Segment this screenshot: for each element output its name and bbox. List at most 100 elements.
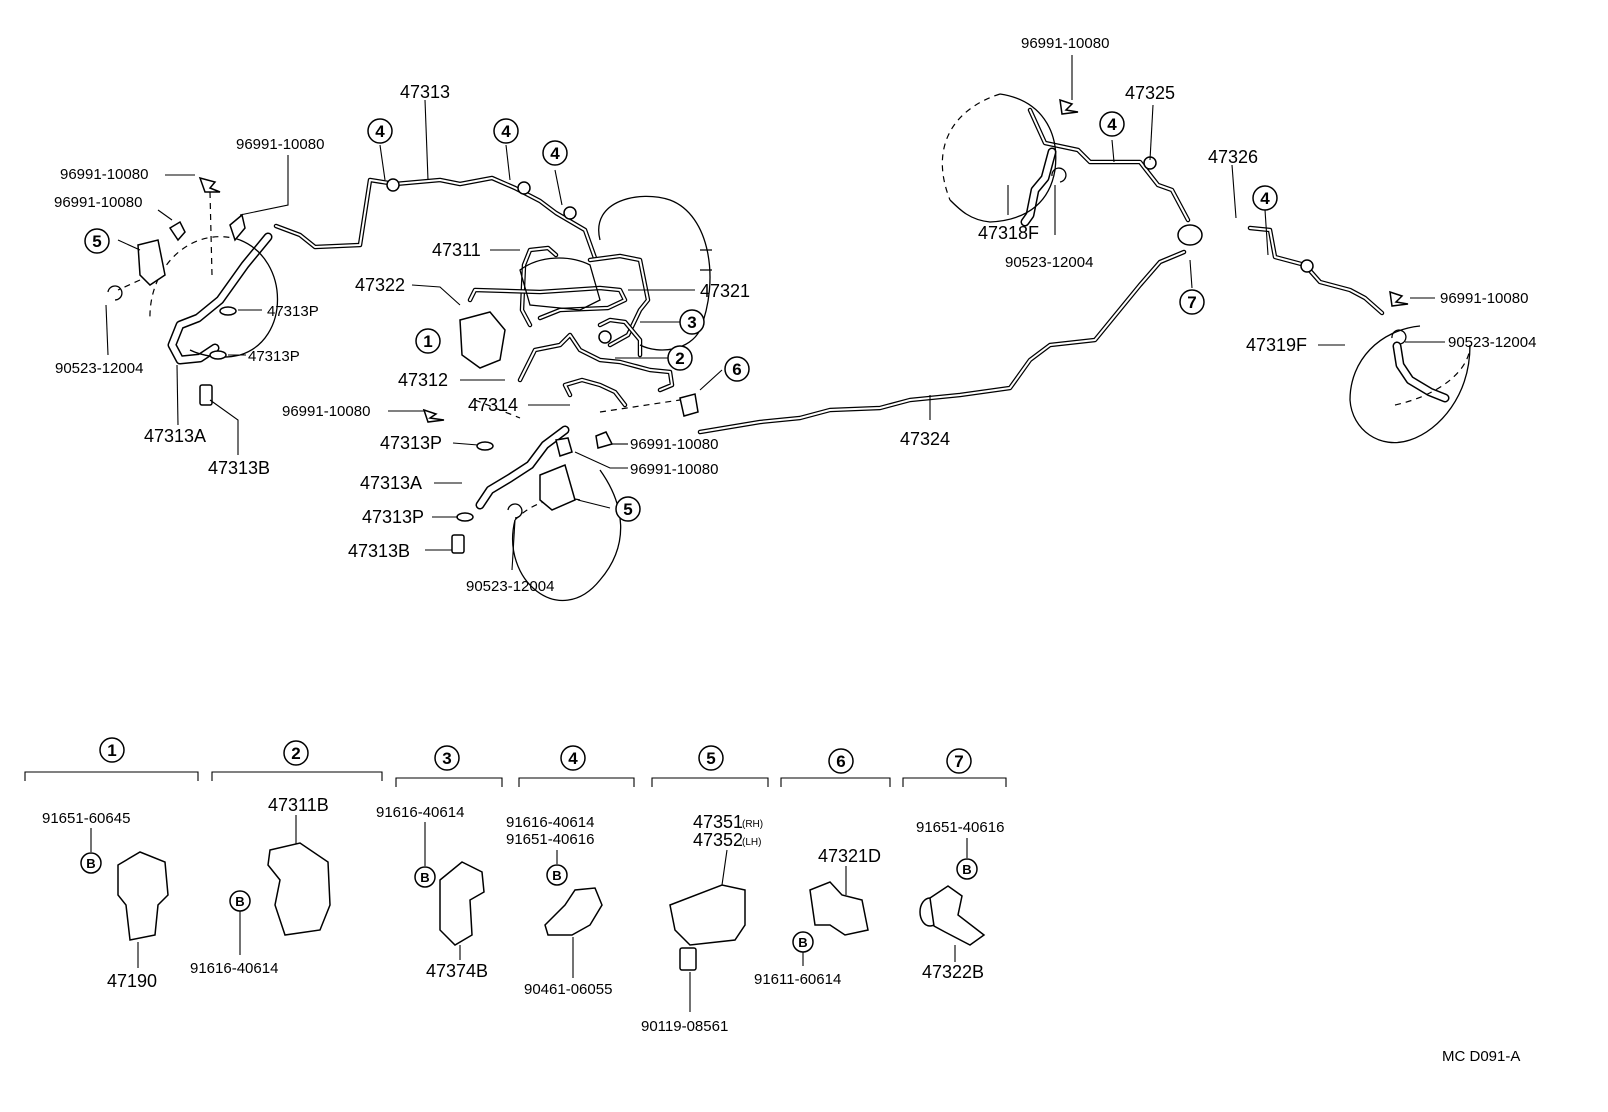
legend-1-bolt: 91651-60645 xyxy=(42,810,130,827)
label-96991-f: 96991-10080 xyxy=(630,461,718,478)
label-47322: 47322 xyxy=(355,275,405,295)
leader-lines xyxy=(105,55,1445,571)
callout-7-a: 7 xyxy=(1179,289,1205,315)
legend-3-part: 47374B xyxy=(426,961,488,981)
callout-1-a: 1 xyxy=(415,328,441,354)
label-96991-a: 96991-10080 xyxy=(236,136,324,153)
svg-text:2: 2 xyxy=(675,349,684,368)
svg-text:4: 4 xyxy=(375,122,385,141)
legend-5-lh: (LH) xyxy=(742,837,761,848)
brake-pipes xyxy=(273,107,1385,435)
label-47325: 47325 xyxy=(1125,83,1175,103)
label-47313P-c: 47313P xyxy=(380,433,442,453)
callout-6-a: 6 xyxy=(724,356,750,382)
legend-6-bolt: 91611-60614 xyxy=(754,971,841,988)
label-90523-a: 90523-12004 xyxy=(55,360,143,377)
legend-7-part: 47322B xyxy=(922,962,984,982)
callout-3-a: 3 xyxy=(679,309,705,335)
legend-5-part-lh: 47352 xyxy=(693,830,743,850)
legend-num-5: 5 xyxy=(698,745,724,771)
legend-num-7: 7 xyxy=(946,748,972,774)
callout-circles: 4 4 4 5 1 3 2 6 5 4 4 7 xyxy=(84,111,1278,522)
part-labels: 47313 96991-10080 96991-10080 96991-1008… xyxy=(54,35,1536,595)
label-47313A-a: 47313A xyxy=(144,426,206,446)
label-47324: 47324 xyxy=(900,429,950,449)
label-96991-c: 96991-10080 xyxy=(54,194,142,211)
label-90523-b: 90523-12004 xyxy=(466,578,554,595)
svg-text:6: 6 xyxy=(732,360,741,379)
label-47319F: 47319F xyxy=(1246,335,1307,355)
bolt-mark-7: B xyxy=(956,858,978,880)
callout-4-e: 4 xyxy=(1252,185,1278,211)
svg-text:6: 6 xyxy=(836,752,845,771)
svg-text:B: B xyxy=(552,868,561,883)
legend-num-3: 3 xyxy=(434,745,460,771)
svg-text:4: 4 xyxy=(550,144,560,163)
svg-text:B: B xyxy=(86,856,95,871)
legend-4-bolt1: 91616-40614 xyxy=(506,814,594,831)
callout-5-a: 5 xyxy=(84,228,110,254)
label-47312: 47312 xyxy=(398,370,448,390)
label-47326: 47326 xyxy=(1208,147,1258,167)
label-47313P-d: 47313P xyxy=(362,507,424,527)
svg-text:4: 4 xyxy=(501,122,511,141)
label-47314: 47314 xyxy=(468,395,518,415)
callout-4-a: 4 xyxy=(367,118,393,144)
callout-5-b: 5 xyxy=(615,496,641,522)
legend-section: 1 2 3 4 5 6 7 91651-60645 B 47190 47311B… xyxy=(24,737,1007,1035)
legend-6-part: 47321D xyxy=(818,846,881,866)
label-47321: 47321 xyxy=(700,281,750,301)
legend-4-bolt2: 91651-40616 xyxy=(506,831,594,848)
bolt-mark-6: B xyxy=(792,931,814,953)
label-96991-e: 96991-10080 xyxy=(630,436,718,453)
svg-text:4: 4 xyxy=(1107,115,1117,134)
label-47313B-a: 47313B xyxy=(208,458,270,478)
label-90523-d: 90523-12004 xyxy=(1448,334,1536,351)
diagram-code: MC D091-A xyxy=(1442,1048,1520,1065)
svg-text:3: 3 xyxy=(687,313,696,332)
svg-text:3: 3 xyxy=(442,749,451,768)
label-96991-b: 96991-10080 xyxy=(60,166,148,183)
legend-3-bolt: 91616-40614 xyxy=(376,804,464,821)
svg-text:B: B xyxy=(235,894,244,909)
callout-4-c: 4 xyxy=(542,140,568,166)
label-90523-c: 90523-12004 xyxy=(1005,254,1093,271)
legend-num-1: 1 xyxy=(99,737,125,763)
legend-num-2: 2 xyxy=(283,740,309,766)
legend-5-part-rh: 47351 xyxy=(693,812,743,832)
svg-text:1: 1 xyxy=(423,332,432,351)
svg-text:B: B xyxy=(798,935,807,950)
label-96991-d: 96991-10080 xyxy=(282,403,370,420)
callout-4-b: 4 xyxy=(493,118,519,144)
bolt-mark-3: B xyxy=(414,866,436,888)
callout-2-a: 2 xyxy=(667,345,693,371)
svg-text:4: 4 xyxy=(1260,189,1270,208)
callout-4-d: 4 xyxy=(1099,111,1125,137)
legend-2-bolt: 91616-40614 xyxy=(190,960,278,977)
svg-text:5: 5 xyxy=(92,232,101,251)
legend-num-6: 6 xyxy=(828,748,854,774)
label-96991-h: 96991-10080 xyxy=(1440,290,1528,307)
legend-5-rh: (RH) xyxy=(742,819,763,830)
small-parts xyxy=(107,98,1409,554)
legend-num-4: 4 xyxy=(560,745,586,771)
flex-hoses xyxy=(167,147,1450,510)
label-47313P-b: 47313P xyxy=(248,348,300,365)
svg-text:2: 2 xyxy=(291,744,300,763)
label-47311: 47311 xyxy=(432,240,481,260)
pipe-clip-markers xyxy=(386,156,1314,344)
legend-1-part: 47190 xyxy=(107,971,157,991)
label-47313A-b: 47313A xyxy=(360,473,422,493)
label-47313B-b: 47313B xyxy=(348,541,410,561)
svg-text:7: 7 xyxy=(1187,293,1196,312)
label-47313P-a: 47313P xyxy=(267,303,319,320)
svg-text:5: 5 xyxy=(706,749,715,768)
svg-text:B: B xyxy=(962,862,971,877)
svg-text:B: B xyxy=(420,870,429,885)
legend-7-bolt: 91651-40616 xyxy=(916,819,1004,836)
bolt-mark-1: B xyxy=(80,852,102,874)
legend-5-bolt: 90119-08561 xyxy=(641,1018,728,1035)
svg-text:5: 5 xyxy=(623,500,632,519)
legend-2-part: 47311B xyxy=(268,795,329,815)
svg-text:7: 7 xyxy=(954,752,963,771)
